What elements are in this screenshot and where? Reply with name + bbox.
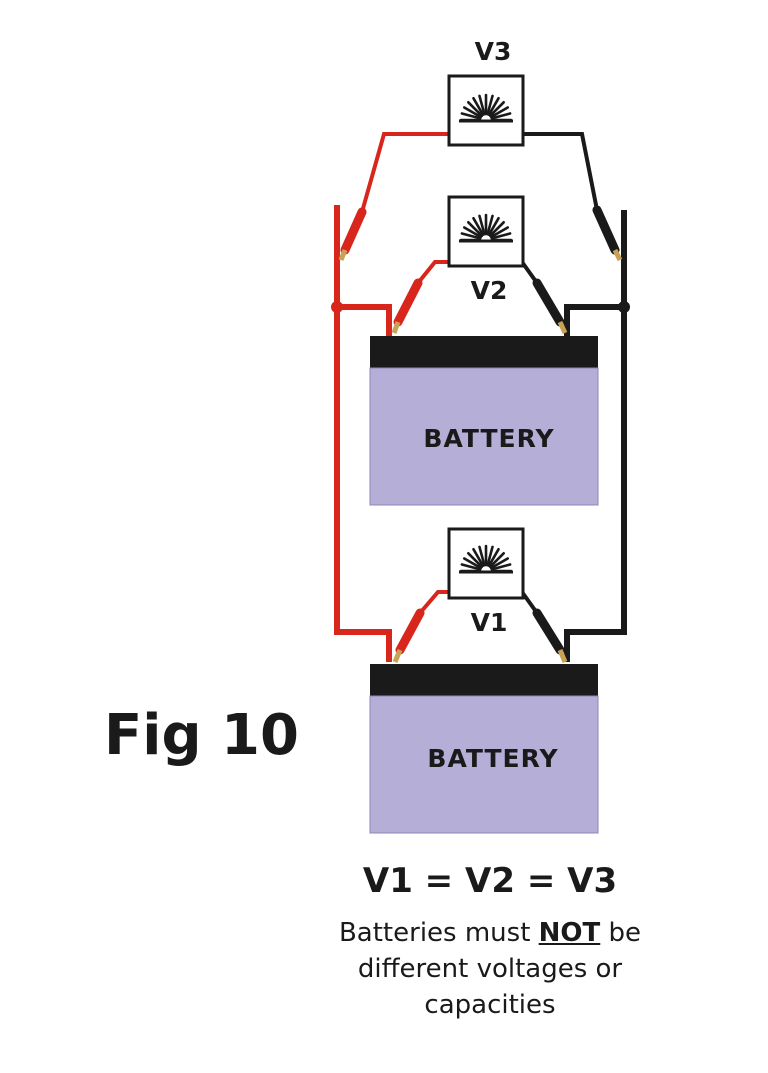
- v1-black-clamp-tip: [557, 649, 568, 663]
- battery-bottom-cap: [370, 664, 598, 696]
- note-line-2: different voltages or: [357, 954, 623, 984]
- v1-label: V1: [471, 608, 508, 637]
- note-emphasis: NOT: [538, 918, 601, 948]
- v2-black-clamp-tip: [557, 320, 568, 335]
- v1-red-clamp-tip: [392, 649, 403, 663]
- negative-top-link-wire: [564, 304, 624, 336]
- positive-main-wire: [334, 205, 392, 662]
- battery-bottom-body: [369, 695, 599, 834]
- figure-title: Fig 10: [104, 703, 299, 768]
- meter-scale-icon: [459, 544, 513, 574]
- positive-top-link-wire: [337, 304, 392, 336]
- note-line-1-suffix: be: [600, 918, 642, 948]
- v1-red-clamp: [395, 608, 425, 655]
- note-line-1-prefix: Batteries must: [338, 918, 539, 948]
- v2-red-clamp-tip: [391, 321, 401, 334]
- battery-bottom-label: BATTERY: [427, 744, 558, 773]
- v3-black-clamp-tip: [612, 248, 623, 262]
- v2-red-clamp: [393, 278, 423, 327]
- meter-scale-icon: [459, 213, 513, 243]
- meter-v2: V2: [391, 195, 568, 335]
- negative-junction: [618, 301, 630, 313]
- warning-note: Batteries must NOT be different voltages…: [300, 915, 680, 1023]
- battery-top: BATTERY: [369, 336, 599, 506]
- battery-top-body: [369, 367, 599, 506]
- battery-bottom: BATTERY: [369, 664, 599, 834]
- v3-red-lead: [360, 132, 457, 213]
- v3-black-clamp: [592, 205, 620, 255]
- meter-scale-icon: [459, 93, 513, 123]
- v1-black-clamp: [532, 608, 565, 655]
- meter-v3: V3: [338, 37, 623, 262]
- note-line-1: Batteries must NOT be: [300, 915, 680, 951]
- voltage-equation: V1 = V2 = V3: [362, 861, 618, 901]
- positive-junction: [331, 301, 343, 313]
- v3-red-clamp: [340, 207, 367, 255]
- meter-v1: V1: [392, 527, 568, 663]
- v3-label: V3: [475, 37, 512, 66]
- battery-top-cap: [370, 336, 598, 368]
- v3-red-clamp-tip: [338, 249, 348, 261]
- battery-top-label: BATTERY: [423, 424, 554, 453]
- v3-black-lead: [512, 132, 599, 211]
- v2-label: V2: [471, 276, 508, 305]
- negative-main-wire: [564, 210, 627, 662]
- v2-black-clamp: [532, 278, 565, 327]
- note-line-3: capacities: [424, 990, 556, 1020]
